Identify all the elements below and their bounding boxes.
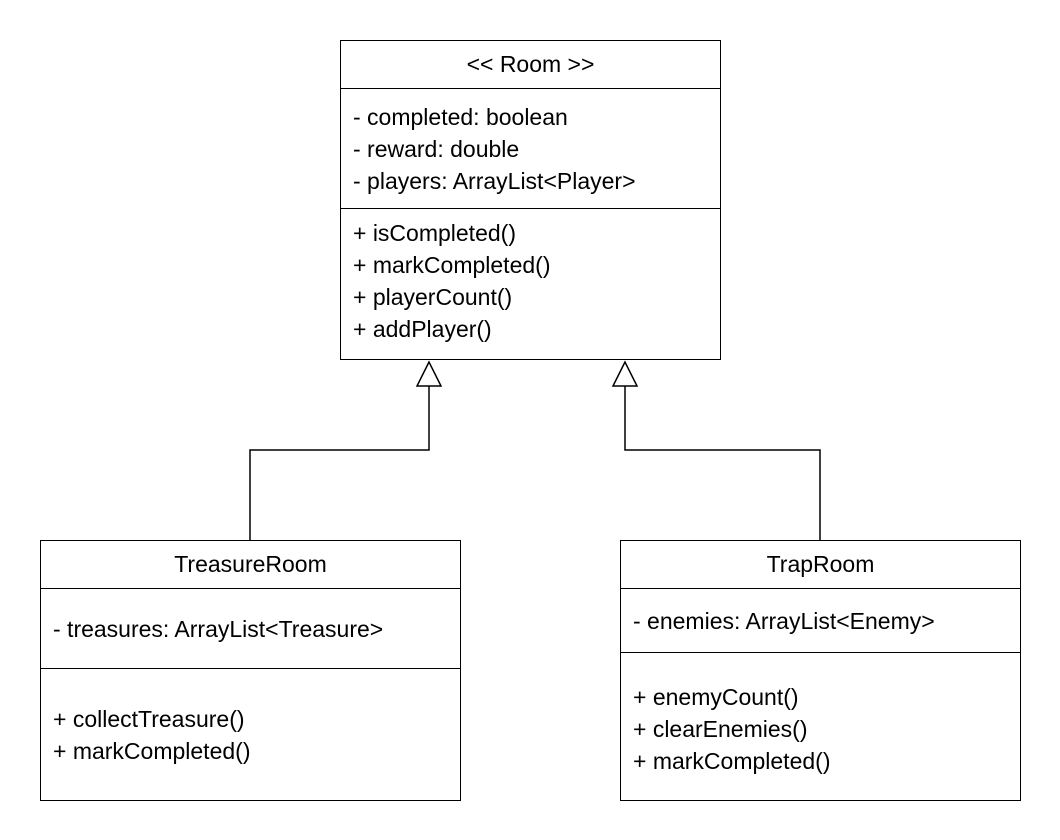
trap-room-attributes: - enemies: ArrayList<Enemy> xyxy=(621,589,1020,653)
treasure-room-attributes: - treasures: ArrayList<Treasure> xyxy=(41,589,460,669)
room-method-player-count: + playerCount() xyxy=(353,284,513,310)
trap-room-class-box[interactable]: TrapRoom - enemies: ArrayList<Enemy> + e… xyxy=(620,540,1021,801)
room-method-add-player: + addPlayer() xyxy=(353,316,492,342)
room-method-is-completed: + isCompleted() xyxy=(353,220,516,246)
room-attribute-reward: - reward: double xyxy=(353,135,520,162)
room-attribute-completed: - completed: boolean xyxy=(353,103,568,130)
trap-room-inheritance-line xyxy=(624,386,821,540)
treasure-room-method-collect-treasure: + collectTreasure() xyxy=(53,705,245,732)
treasure-room-methods: + collectTreasure() + markCompleted() xyxy=(41,669,460,800)
trap-room-attribute-enemies: - enemies: ArrayList<Enemy> xyxy=(633,607,935,634)
trap-room-methods: + enemyCount() + clearEnemies() + markCo… xyxy=(621,653,1020,800)
trap-room-class-title: TrapRoom xyxy=(621,541,1020,589)
treasure-room-method-mark-completed: + markCompleted() xyxy=(53,737,251,764)
room-attribute-players: - players: ArrayList<Player> xyxy=(353,167,636,194)
treasure-room-class-title: TreasureRoom xyxy=(41,541,460,589)
room-class-title: << Room >> xyxy=(341,41,720,89)
room-class-box[interactable]: << Room >> - completed: boolean - reward… xyxy=(340,40,721,360)
trap-room-method-clear-enemies: + clearEnemies() xyxy=(633,715,808,742)
trap-room-method-mark-completed: + markCompleted() xyxy=(633,747,831,774)
room-method-mark-completed: + markCompleted() xyxy=(353,252,551,278)
treasure-room-inheritance-arrowhead xyxy=(415,360,443,387)
treasure-room-inheritance-line xyxy=(249,386,430,540)
treasure-room-attribute-treasures: - treasures: ArrayList<Treasure> xyxy=(53,615,384,642)
trap-room-method-enemy-count: + enemyCount() xyxy=(633,683,799,710)
room-methods: + isCompleted() + markCompleted() + play… xyxy=(341,209,720,359)
trap-room-inheritance-arrowhead xyxy=(611,360,639,387)
room-attributes: - completed: boolean - reward: double - … xyxy=(341,89,720,209)
treasure-room-class-box[interactable]: TreasureRoom - treasures: ArrayList<Trea… xyxy=(40,540,461,801)
